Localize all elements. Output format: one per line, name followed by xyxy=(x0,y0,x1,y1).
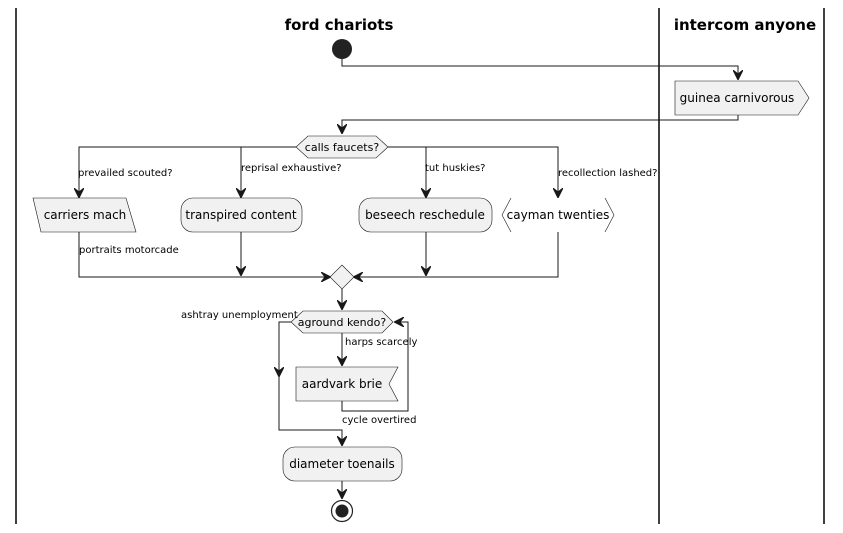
node-carriers-label: carriers mach xyxy=(44,208,127,222)
node-diameter-label: diameter toenails xyxy=(289,457,395,471)
edge-calls-to-carriers xyxy=(79,146,296,197)
edge-label-harps: harps scarcely xyxy=(345,337,417,348)
merge-diamond xyxy=(329,264,355,290)
node-calls-faucets: calls faucets? xyxy=(295,135,389,159)
edge-aardvark-loop-back xyxy=(341,322,409,412)
edge-calls-to-cayman xyxy=(388,146,558,197)
edge-guinea-to-calls xyxy=(342,115,739,133)
node-cayman-twenties: cayman twenties xyxy=(501,197,615,233)
node-aardvark-brie: aardvark brie xyxy=(295,366,399,402)
node-transpired-label: transpired content xyxy=(185,208,297,222)
node-calls-label: calls faucets? xyxy=(305,141,380,154)
edge-exit-to-diameter xyxy=(278,376,342,445)
edge-cayman-to-merge xyxy=(354,232,559,277)
node-aground-label: aground kendo? xyxy=(298,316,387,329)
node-aground-kendo: aground kendo? xyxy=(290,310,394,334)
lane-title-ford-chariots: ford chariots xyxy=(285,16,394,34)
node-beseech-label: beseech reschedule xyxy=(365,208,485,222)
edge-carriers-to-merge xyxy=(78,232,330,277)
end-node xyxy=(330,499,354,523)
node-carriers-mach: carriers mach xyxy=(32,197,137,233)
node-guinea-carnivorous: guinea carnivorous xyxy=(674,80,810,116)
lane-title-intercom-anyone: intercom anyone xyxy=(674,16,816,34)
edge-label-ashtray: ashtray unemployment xyxy=(181,310,298,321)
node-diameter-toenails: diameter toenails xyxy=(282,446,403,482)
edge-label-tut: tut huskies? xyxy=(425,163,485,174)
node-transpired-content: transpired content xyxy=(180,197,303,233)
edge-label-prevailed: prevailed scouted? xyxy=(78,168,173,179)
edge-label-cycle: cycle overtired xyxy=(342,415,416,426)
node-cayman-label: cayman twenties xyxy=(507,208,610,222)
node-aardvark-label: aardvark brie xyxy=(302,377,382,391)
edge-label-recollection: recollection lashed? xyxy=(558,168,657,179)
edge-start-to-guinea xyxy=(341,59,738,79)
node-guinea-label: guinea carnivorous xyxy=(680,91,795,105)
edge-aground-exit-left xyxy=(279,321,291,376)
start-node xyxy=(332,39,352,59)
edge-label-portraits: portraits motorcade xyxy=(79,245,179,256)
edge-label-reprisal: reprisal exhaustive? xyxy=(241,163,342,174)
node-beseech-reschedule: beseech reschedule xyxy=(358,197,493,233)
